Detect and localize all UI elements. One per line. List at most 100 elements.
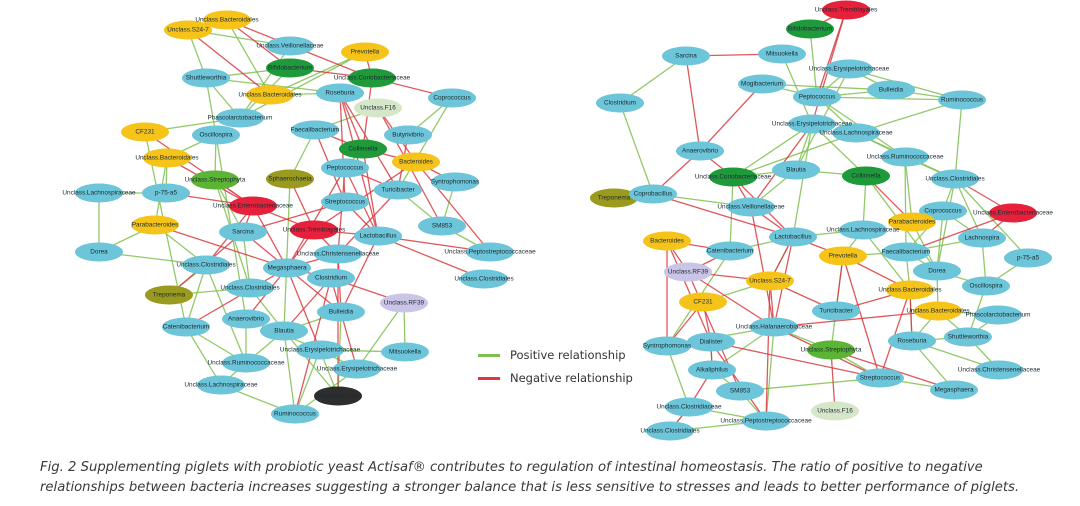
negative-edge [879, 289, 911, 379]
node-ellipse [886, 280, 934, 300]
legend-positive: Positive relationship [478, 348, 626, 362]
node-label: Roseburia [325, 90, 355, 97]
node-ellipse [975, 360, 1023, 380]
node-ellipse [819, 246, 867, 266]
node-ellipse [688, 360, 736, 380]
node-label: Unclass.Lachnospiraceae [62, 190, 136, 197]
node-ellipse [962, 276, 1010, 296]
node-label: Anaerovibrio [228, 316, 264, 323]
node-ellipse [919, 201, 967, 221]
node-label: Dorea [90, 249, 108, 256]
node-ellipse [392, 152, 440, 172]
node-ellipse [750, 317, 798, 337]
node-ellipse [842, 166, 890, 186]
node-ellipse [162, 317, 210, 337]
node-label: Unclass.Ruminococcaceae [207, 360, 285, 367]
node-label: Streptococcus [325, 199, 366, 206]
node-ellipse [687, 332, 735, 352]
node-ellipse [266, 36, 314, 56]
positive-edge [239, 45, 291, 119]
positive-edge [269, 51, 366, 96]
node-label: Prevotella [829, 253, 858, 260]
legend-negative-label: Negative relationship [510, 371, 633, 385]
node-label: Lactobacillus [360, 233, 397, 240]
labels-layer: Unclass.BacteroidalesUnclass.S24-7Unclas… [62, 7, 1053, 435]
node-label: Mitsuokella [389, 349, 421, 356]
node-ellipse [913, 261, 961, 281]
negative-edge [905, 212, 1014, 253]
node-label: Sarcina [675, 53, 697, 60]
negative-edge [842, 255, 881, 379]
node-ellipse [192, 125, 240, 145]
node-ellipse [460, 269, 508, 289]
node-ellipse [266, 58, 314, 78]
node-label: Dorea [928, 268, 946, 275]
node-ellipse [75, 242, 123, 262]
node-ellipse [431, 172, 479, 192]
positive-edge [283, 330, 296, 415]
negative-line-swatch [478, 376, 500, 380]
node-ellipse [882, 242, 930, 262]
positive-edge [205, 77, 217, 136]
node-ellipse [643, 231, 691, 251]
negative-edge [685, 55, 701, 152]
node-ellipse [229, 196, 277, 216]
positive-edge [185, 264, 207, 328]
node-ellipse [121, 122, 169, 142]
node-ellipse [348, 68, 396, 88]
node-label: Unclass.Tremblayales [283, 227, 346, 234]
node-ellipse [296, 340, 344, 360]
positive-edge [781, 53, 813, 125]
node-label: CF231 [135, 129, 155, 136]
node-ellipse [374, 180, 422, 200]
negative-edge [252, 205, 288, 269]
node-label: Roseburia [897, 338, 927, 345]
node-label: Megasphaera [267, 265, 307, 272]
node-label: Unclass.Erysipelotrichaceae [280, 347, 361, 354]
node-label: Unclass.Bacteroidales [878, 287, 941, 294]
node-label: Peptococcus [799, 94, 836, 101]
node-label: Unclass.Streptophyta [801, 347, 862, 354]
node-ellipse [746, 271, 794, 291]
node-label: Parabacteroides [132, 222, 179, 229]
node-ellipse [888, 212, 936, 232]
node-label: Bulleidia [329, 309, 354, 316]
node-label: SM853 [432, 223, 453, 230]
node-label: Coprobacillus [634, 191, 673, 198]
node-label: Unclass.Lachnospiraceae [184, 382, 258, 389]
node-ellipse [590, 188, 638, 208]
node-label: Bifidobacterium [268, 65, 312, 72]
negative-edge [652, 193, 794, 238]
positive-edge [732, 132, 857, 178]
node-label: CF231 [693, 299, 713, 306]
node-ellipse [738, 74, 786, 94]
legend-positive-label: Positive relationship [510, 348, 626, 362]
node-ellipse [938, 90, 986, 110]
node-label: Catenibacterium [163, 324, 210, 331]
positive-edge [936, 178, 956, 272]
node-ellipse [825, 59, 873, 79]
node-label: Unclass.Erysipelotrichaceae [772, 121, 853, 128]
node-label: Turicibacter [819, 308, 853, 315]
node-ellipse [676, 141, 724, 161]
node-ellipse [832, 123, 880, 143]
node-ellipse [769, 227, 817, 247]
node-label: Megasphaera [934, 387, 974, 394]
positive-edge [904, 156, 907, 253]
node-label: Unclass.Clostridiaceae [657, 404, 722, 411]
node-ellipse [958, 228, 1006, 248]
node-label: Alkaliphilus [696, 367, 728, 374]
negative-edge [750, 206, 775, 328]
node-ellipse [989, 203, 1037, 223]
node-label: Unclass.Clostridiales [454, 276, 513, 283]
negative-edge [666, 240, 712, 343]
node-ellipse [881, 147, 929, 167]
node-label: Collinsella [348, 146, 378, 153]
node-ellipse [290, 220, 338, 240]
positive-edge [936, 210, 944, 272]
node-ellipse [341, 42, 389, 62]
node-label: Bifidobacterium [788, 26, 832, 33]
negative-edge [337, 189, 399, 255]
node-ellipse [246, 85, 294, 105]
node-label: Oscillospira [969, 283, 1002, 290]
